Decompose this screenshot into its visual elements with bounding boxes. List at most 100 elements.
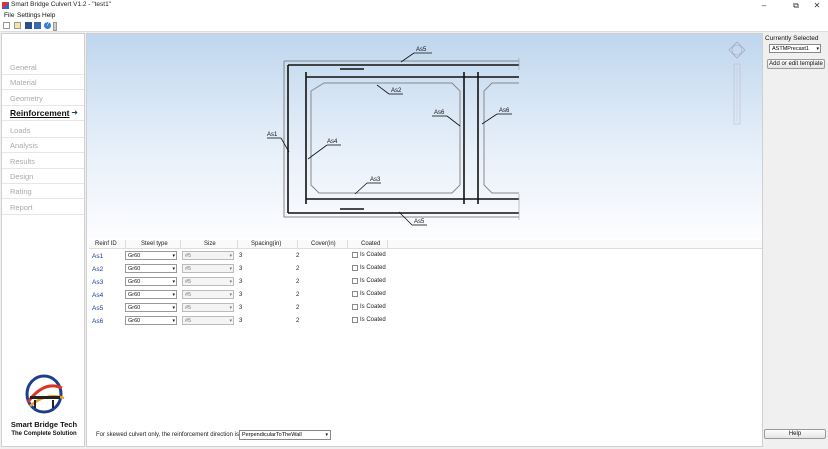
label-as5-top: As5 [416, 47, 427, 53]
nav-item-analysis[interactable]: Analysis [2, 138, 84, 153]
label-as1: As1 [267, 132, 278, 138]
header-separator [125, 240, 126, 249]
template-select[interactable]: ASTMPrecast1 ▾ [769, 44, 821, 53]
steel-type-select[interactable]: Gr60 ▾ [125, 264, 177, 273]
open-folder-icon[interactable] [14, 22, 21, 29]
is-coated-checkbox[interactable] [352, 291, 358, 297]
table-row: As4 Gr60▾ #5▾ 3 2 Is Coated [89, 289, 762, 302]
menu-file[interactable]: File [4, 12, 15, 19]
nav-item-label: Design [10, 172, 34, 181]
help-button[interactable]: Help [764, 429, 826, 439]
spacing-cell[interactable]: 3 [239, 266, 243, 272]
nav-item-results[interactable]: Results [2, 154, 84, 169]
steel-type-select[interactable]: Gr60▾ [125, 316, 177, 325]
menu-help[interactable]: Help [42, 12, 56, 19]
nav-item-label: Loads [10, 126, 31, 135]
menu-bar: File Settings Help [0, 11, 828, 20]
title-bar: Smart Bridge Culvert V1.2 - "test1" – ⧉ … [0, 0, 828, 11]
label-as6-left: As6 [434, 110, 445, 116]
cover-cell[interactable]: 2 [296, 266, 300, 272]
header-reinf-id: Reinf ID [95, 241, 117, 247]
nav-item-label: Analysis [10, 141, 38, 150]
label-as2: As2 [391, 88, 402, 94]
spacing-cell[interactable]: 3 [239, 305, 243, 311]
is-coated-label: Is Coated [360, 317, 386, 323]
cover-cell[interactable]: 2 [296, 305, 300, 311]
reinforcement-grid-header: Reinf ID Steel type Size Spacing(in) Cov… [89, 240, 762, 249]
cover-cell[interactable]: 2 [296, 292, 300, 298]
is-coated-checkbox[interactable] [352, 278, 358, 284]
header-spacing: Spacing(in) [251, 241, 282, 247]
restore-icon[interactable]: ⧉ [793, 1, 799, 10]
info-icon[interactable] [53, 22, 57, 31]
bar-size-value: #5 [185, 253, 192, 259]
steel-type-select[interactable]: Gr60▾ [125, 277, 177, 286]
logo-emblem-icon [25, 374, 65, 414]
nav-item-design[interactable]: Design [2, 169, 84, 184]
minimize-icon[interactable]: – [761, 1, 767, 10]
chevron-down-icon: ▾ [172, 279, 175, 285]
chevron-down-icon: ▾ [172, 266, 175, 272]
chevron-down-icon: ▾ [172, 253, 175, 259]
chevron-down-icon: ▾ [229, 305, 232, 311]
nav-item-general[interactable]: General [2, 60, 84, 75]
main-panel: As5 As2 As6 As6 As1 As4 As3 As5 Reinf ID… [86, 33, 763, 447]
is-coated-label: Is Coated [360, 291, 386, 297]
nav-item-material[interactable]: Material [2, 75, 84, 90]
spacing-cell[interactable]: 3 [239, 279, 243, 285]
save-icon[interactable] [25, 22, 32, 29]
skew-direction-label: For skewed culvert only, the reinforceme… [96, 432, 241, 438]
nav-item-report[interactable]: Report [2, 200, 84, 215]
bar-size-select: #5▾ [182, 277, 234, 286]
steel-type-select[interactable]: Gr60▾ [125, 303, 177, 312]
steel-type-select[interactable]: Gr60▾ [125, 290, 177, 299]
app-icon [2, 2, 9, 9]
reinf-id-cell: As4 [92, 292, 104, 299]
spacing-cell[interactable]: 3 [239, 253, 243, 259]
spacing-cell[interactable]: 3 [239, 318, 243, 324]
new-file-icon[interactable] [3, 22, 10, 29]
cover-cell[interactable]: 2 [296, 253, 300, 259]
nav-item-label: Rating [10, 187, 32, 196]
save-as-icon[interactable] [34, 22, 41, 29]
currently-selected-label: Currently Selected [765, 35, 819, 42]
nav-item-reinforcement[interactable]: Reinforcement➜ [2, 106, 84, 121]
is-coated-checkbox[interactable] [352, 304, 358, 310]
close-icon[interactable]: ✕ [813, 1, 821, 10]
nav-item-label: Reinforcement [10, 108, 70, 118]
nav-item-label: Report [10, 203, 33, 212]
spacing-cell[interactable]: 3 [239, 292, 243, 298]
bar-size-select: #5▾ [182, 290, 234, 299]
is-coated-checkbox[interactable] [352, 252, 358, 258]
is-coated-checkbox[interactable] [352, 317, 358, 323]
cover-cell[interactable]: 2 [296, 279, 300, 285]
is-coated-label: Is Coated [360, 278, 386, 284]
help-icon[interactable]: ? [44, 22, 51, 29]
bar-size-select: #5▾ [182, 316, 234, 325]
menu-settings[interactable]: Settings [17, 12, 41, 19]
is-coated-checkbox[interactable] [352, 265, 358, 271]
header-steel-type: Steel type [141, 241, 168, 247]
nav-item-loads[interactable]: Loads [2, 123, 84, 138]
skew-direction-select[interactable]: PerpendicularToTheWall ▾ [239, 430, 331, 440]
label-as5-bottom: As5 [414, 219, 425, 225]
template-panel: Currently Selected ASTMPrecast1 ▾ Add or… [764, 33, 827, 447]
add-edit-template-button[interactable]: Add or edit template [767, 59, 825, 69]
bar-size-value: #5 [185, 292, 192, 298]
bar-size-select: #5▾ [182, 251, 234, 260]
header-separator [237, 240, 238, 249]
nav-item-rating[interactable]: Rating [2, 184, 84, 199]
chevron-down-icon: ▾ [229, 318, 232, 324]
view-navigation-widget[interactable] [728, 41, 746, 125]
steel-type-select[interactable]: Gr60▾ [125, 251, 177, 260]
chevron-down-icon: ▾ [325, 432, 328, 438]
label-as3: As3 [370, 177, 381, 183]
toolbar: ? [0, 20, 828, 32]
cover-cell[interactable]: 2 [296, 318, 300, 324]
label-as6-right: As6 [499, 108, 510, 114]
nav-item-geometry[interactable]: Geometry [2, 91, 84, 106]
reinf-id-cell: As1 [92, 253, 104, 260]
chevron-down-icon: ▾ [172, 318, 175, 324]
steel-type-value: Gr60 [128, 266, 141, 272]
